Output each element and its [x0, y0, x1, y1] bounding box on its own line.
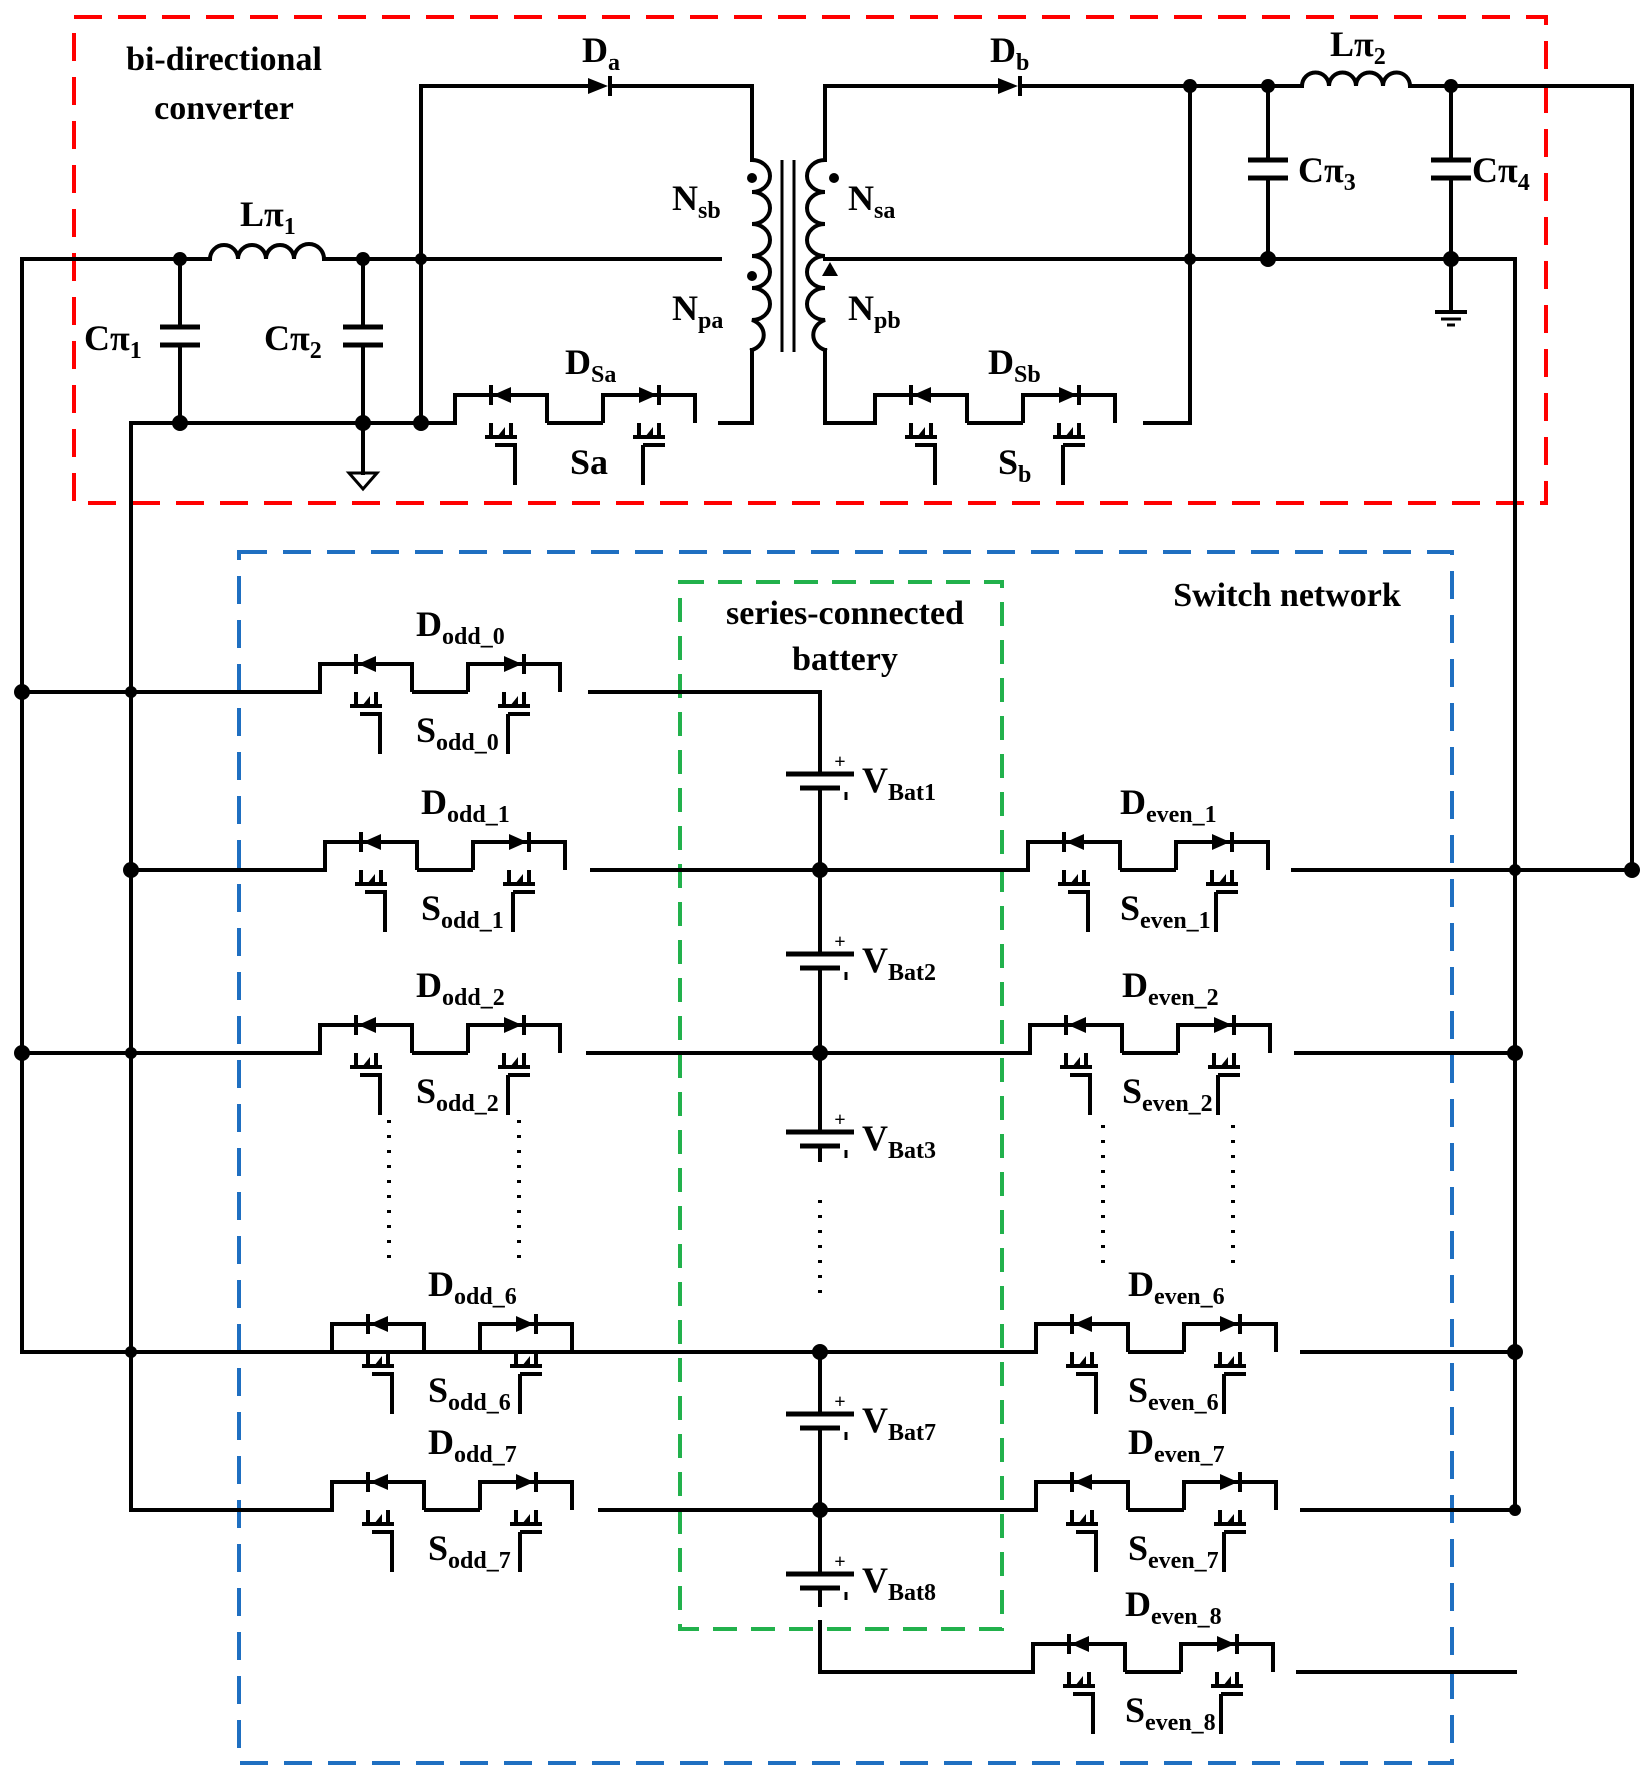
switch-pair-odd-1 [323, 832, 567, 932]
converter-wiring [20, 84, 1634, 1512]
switch-pair-sb [873, 385, 1117, 485]
label-v-bat8: VBat8 [862, 1560, 936, 1606]
switch-pair-even-6 [1034, 1314, 1278, 1414]
label-s-odd-1: Sodd_1 [421, 888, 504, 934]
label-s-odd-7: Sodd_7 [428, 1528, 511, 1574]
diode-db [998, 76, 1022, 96]
label-v-bat3: VBat3 [862, 1118, 936, 1164]
label-lpi2: Lπ2 [1330, 24, 1386, 70]
battery-bat2: + [786, 931, 854, 980]
label-cpi1: Cπ1 [84, 318, 142, 364]
label-s-odd-2: Sodd_2 [416, 1071, 499, 1117]
switch-pair-odd-6 [330, 1314, 574, 1414]
battery-title-line2: battery [792, 641, 898, 678]
label-cpi2: Cπ2 [264, 318, 322, 364]
label-s-odd-0: Sodd_0 [416, 710, 499, 756]
diode-da [588, 76, 612, 96]
inductor-lpi2 [1299, 70, 1413, 89]
converter-title-line2: converter [154, 90, 294, 127]
label-sa: Sa [570, 442, 608, 482]
switch-pair-odd-0 [318, 654, 562, 754]
svg-text:+: + [834, 1551, 845, 1573]
label-nsa: Nsa [848, 178, 895, 224]
label-d-odd-0: Dodd_0 [416, 604, 505, 650]
label-s-even-6: Seven_6 [1128, 1370, 1219, 1416]
label-lpi1: Lπ1 [240, 194, 296, 240]
battery-cells: + VBat1 + VBat2 + VBat3 + VBat7 + VBat8 [786, 751, 936, 1606]
capacitor-cpi1 [160, 324, 200, 348]
svg-text:+: + [834, 1391, 845, 1413]
label-s-even-1: Seven_1 [1120, 888, 1211, 934]
capacitor-cpi4 [1431, 157, 1471, 181]
switch-network-region-border [237, 550, 1454, 1765]
inductor-lpi1 [207, 242, 327, 262]
ground-secondary [1435, 310, 1467, 327]
transformer [747, 157, 839, 353]
battery-region-border [678, 580, 1004, 1631]
switch-pair-even-2 [1028, 1015, 1272, 1115]
label-s-odd-6: Sodd_6 [428, 1370, 511, 1416]
label-d-odd-6: Dodd_6 [428, 1264, 517, 1310]
switch-pair-even-1 [1026, 832, 1270, 932]
label-dsb: DSb [988, 342, 1041, 388]
capacitor-cpi2 [343, 324, 383, 348]
switch-network-title: Switch network [1173, 577, 1401, 614]
switch-pairs: Dodd_0Sodd_0Dodd_1Sodd_1Dodd_2Sodd_2Dodd… [318, 385, 1278, 1736]
network-wiring [20, 690, 1634, 1674]
switch-pair-even-8 [1031, 1634, 1275, 1734]
label-s-even-8: Seven_8 [1125, 1690, 1216, 1736]
battery-bat3: + [786, 1109, 854, 1158]
network-junctions [14, 684, 1640, 1518]
label-s-even-2: Seven_2 [1122, 1071, 1213, 1117]
battery-bat1: + [786, 751, 854, 800]
label-s-even-7: Seven_7 [1128, 1528, 1219, 1574]
label-dsa: DSa [565, 342, 616, 388]
label-sb: Sb [998, 442, 1031, 488]
label-da: Da [582, 30, 620, 76]
capacitor-cpi3 [1248, 157, 1288, 181]
battery-bat8: + [786, 1551, 854, 1600]
label-v-bat1: VBat1 [862, 760, 936, 806]
label-d-odd-1: Dodd_1 [421, 782, 510, 828]
switch-pair-even-7 [1034, 1472, 1278, 1572]
label-d-even-6: Deven_6 [1128, 1264, 1225, 1310]
label-d-odd-7: Dodd_7 [428, 1422, 517, 1468]
label-d-even-7: Deven_7 [1128, 1422, 1225, 1468]
battery-title-line1: series-connected [726, 595, 964, 632]
label-d-even-1: Deven_1 [1120, 782, 1217, 828]
label-nsb: Nsb [672, 178, 721, 224]
converter-title-line1: bi-directional [126, 41, 322, 78]
battery-bat7: + [786, 1391, 854, 1440]
label-v-bat7: VBat7 [862, 1400, 936, 1446]
ground-primary [345, 471, 381, 492]
switch-pair-sa [453, 385, 697, 485]
label-v-bat2: VBat2 [862, 940, 936, 986]
label-d-even-8: Deven_8 [1125, 1584, 1222, 1630]
svg-text:+: + [834, 751, 845, 773]
converter-junctions [172, 79, 1459, 431]
switch-pair-odd-7 [330, 1472, 574, 1572]
svg-text:+: + [834, 1109, 845, 1131]
label-cpi3: Cπ3 [1298, 150, 1356, 196]
label-npb: Npb [848, 288, 901, 334]
svg-text:+: + [834, 931, 845, 953]
label-cpi4: Cπ4 [1472, 150, 1530, 196]
switch-pair-odd-2 [318, 1015, 562, 1115]
label-npa: Npa [672, 288, 723, 334]
label-d-odd-2: Dodd_2 [416, 965, 505, 1011]
label-d-even-2: Deven_2 [1122, 965, 1219, 1011]
label-db: Db [990, 30, 1029, 76]
